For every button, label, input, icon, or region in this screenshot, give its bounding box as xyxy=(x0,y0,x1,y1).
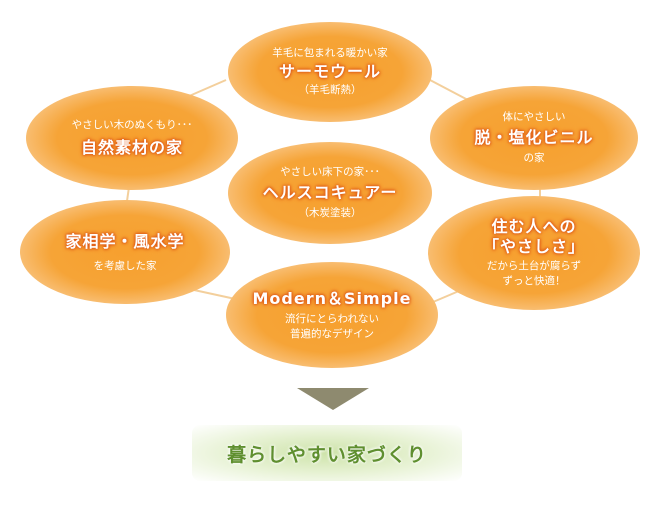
node-health-cure-title: ヘルスコキュアー xyxy=(262,183,398,202)
result-banner-label: 暮らしやすい家づくり xyxy=(227,443,427,466)
node-natural-materials: やさしい木のぬくもり･･･ 自然素材の家 xyxy=(26,86,238,190)
node-thermo-wool-sub: （羊毛断熱） xyxy=(298,84,362,96)
node-health-cure: やさしい床下の家･･･ ヘルスコキュアー （木炭塗装） xyxy=(228,142,432,244)
node-health-cure-sub: （木炭塗装） xyxy=(298,207,362,219)
node-feng-shui-title: 家相学・風水学 xyxy=(65,231,185,251)
node-natural-materials-title: 自然素材の家 xyxy=(80,137,183,157)
node-modern-simple-title: Modern＆Simple xyxy=(252,289,412,308)
node-feng-shui-caption: を考慮した家 xyxy=(93,259,157,272)
node-kindness-caption-line2: ずっと快適！ xyxy=(502,275,566,287)
node-kindness-title-line1: 住む人への xyxy=(491,217,577,236)
node-feng-shui: 家相学・風水学 を考慮した家 xyxy=(20,200,230,304)
node-pvc-free-caption: 体にやさしい xyxy=(502,111,566,123)
down-arrow-icon xyxy=(297,388,369,410)
node-modern-simple-caption-line1: 流行にとらわれない xyxy=(285,313,379,325)
result-banner: 暮らしやすい家づくり xyxy=(192,425,462,481)
node-health-cure-caption: やさしい床下の家･･･ xyxy=(280,166,380,178)
node-pvc-free: 体にやさしい 脱・塩化ビニル の家 xyxy=(430,86,638,190)
node-natural-materials-caption: やさしい木のぬくもり･･･ xyxy=(71,118,193,131)
node-modern-simple-caption-line2: 普遍的なデザイン xyxy=(290,328,374,340)
node-modern-simple: Modern＆Simple 流行にとらわれない 普遍的なデザイン xyxy=(226,262,438,368)
node-thermo-wool-title: サーモウール xyxy=(278,62,381,81)
node-kindness-title-line2: 「やさしさ」 xyxy=(482,237,585,256)
node-thermo-wool-caption: 羊毛に包まれる暖かい家 xyxy=(272,47,388,59)
node-kindness: 住む人への 「やさしさ」 だから土台が腐らず ずっと快適！ xyxy=(428,196,640,310)
node-thermo-wool: 羊毛に包まれる暖かい家 サーモウール （羊毛断熱） xyxy=(228,22,432,122)
node-pvc-free-sub: の家 xyxy=(523,152,545,164)
node-pvc-free-title: 脱・塩化ビニル xyxy=(474,128,594,147)
node-kindness-caption-line1: だから土台が腐らず xyxy=(486,260,582,272)
connector-top-righttop xyxy=(429,79,469,101)
